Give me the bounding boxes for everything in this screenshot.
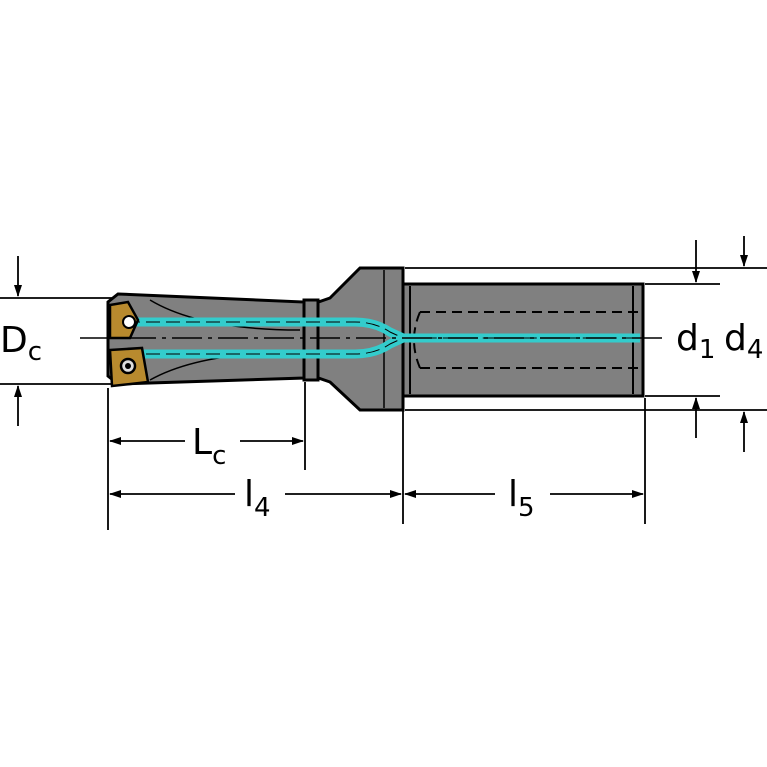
neck-ring <box>302 298 320 382</box>
coolant-channels <box>126 317 640 359</box>
svg-text:l5: l5 <box>508 474 535 523</box>
svg-text:d4: d4 <box>724 318 763 365</box>
svg-text:d1: d1 <box>676 318 715 365</box>
label-d1: d1 <box>676 318 715 365</box>
tool-body <box>106 266 645 412</box>
dimension-lines <box>0 236 767 530</box>
svg-text:Lc: Lc <box>192 422 226 471</box>
svg-text:l4: l4 <box>244 474 271 523</box>
label-l4: l4 <box>244 474 271 523</box>
shank-bore-dashed <box>413 311 640 369</box>
label-l5: l5 <box>508 474 535 523</box>
flange <box>308 266 405 412</box>
insert-bottom <box>108 346 150 388</box>
label-d4: d4 <box>724 318 763 365</box>
insert-top <box>108 300 140 340</box>
label-Lc: Lc <box>192 422 226 471</box>
label-Dc: Dc <box>0 320 42 367</box>
svg-text:Dc: Dc <box>0 320 42 367</box>
